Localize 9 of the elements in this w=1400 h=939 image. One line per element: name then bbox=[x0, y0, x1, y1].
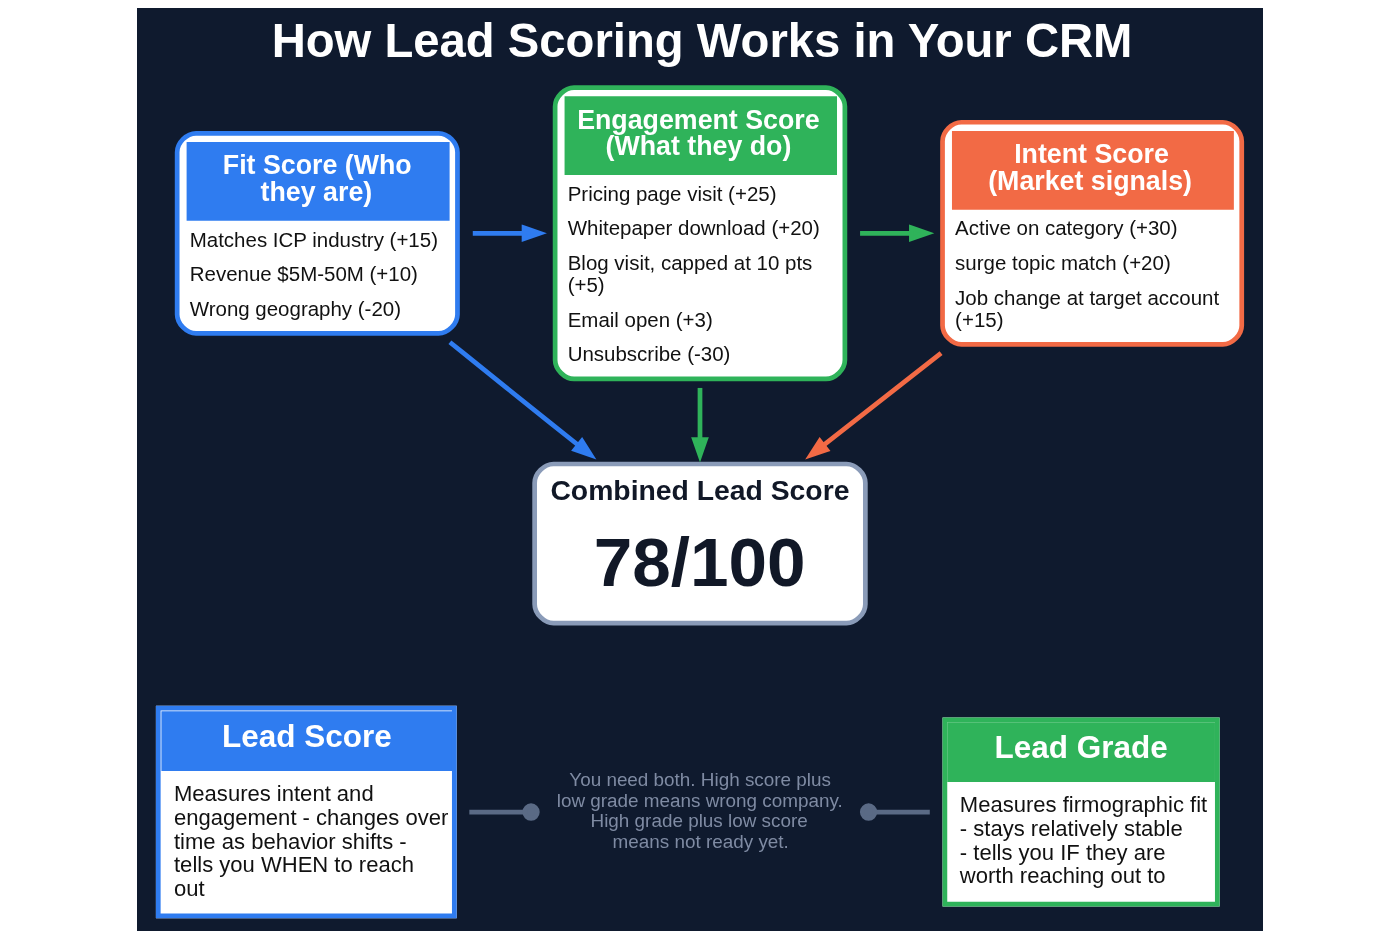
arrow bbox=[448, 340, 597, 460]
connector bbox=[469, 803, 540, 821]
node-text: You need both. High score plus low grade means wrong company. High grade plus low score means not ready yet. bbox=[556, 769, 843, 852]
arrow bbox=[860, 224, 935, 243]
diagram-title: How Lead Scoring Works in Your CRM bbox=[271, 13, 1133, 67]
arrow bbox=[691, 387, 709, 463]
arrow bbox=[805, 351, 943, 460]
connector bbox=[859, 803, 930, 821]
arrow bbox=[472, 224, 547, 243]
